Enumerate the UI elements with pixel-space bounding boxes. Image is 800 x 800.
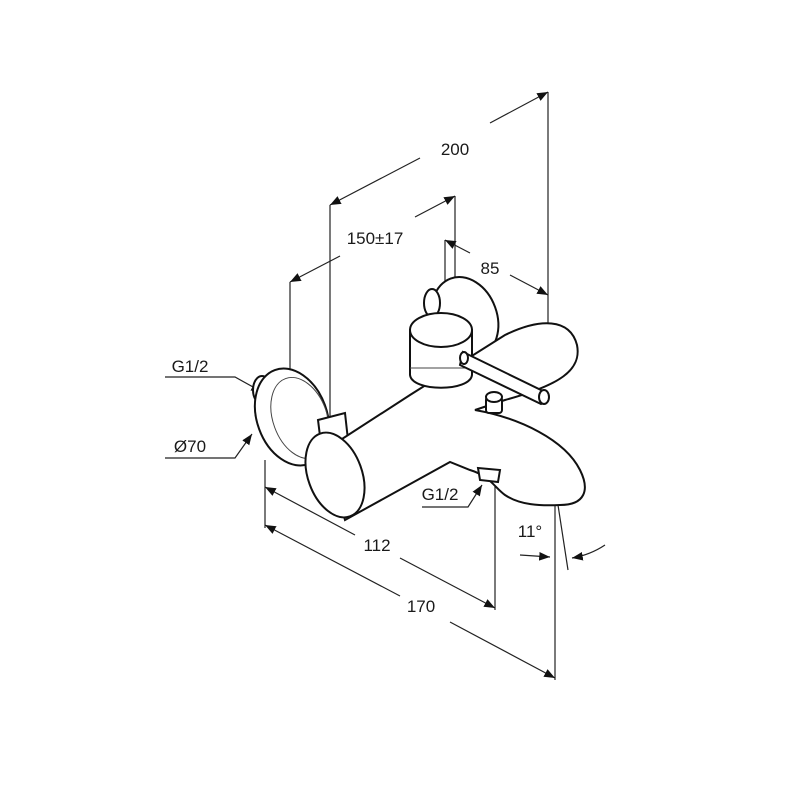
dimension-labels: 200 150±17 85 G1/2 Ø70 G1/2 112 170 11° <box>172 140 543 616</box>
dim-inlet-thread: G1/2 <box>172 357 209 376</box>
dim-spout-reach: 170 <box>407 597 435 616</box>
dim-outlet-thread: G1/2 <box>422 485 459 504</box>
dim-wall-distance: 150±17 <box>347 229 404 248</box>
dim-flange-diameter: Ø70 <box>174 437 206 456</box>
dim-diverter-offset: 112 <box>363 536 390 555</box>
faucet-body <box>252 276 586 522</box>
dim-overall-depth: 200 <box>441 140 469 159</box>
dim-handle-offset: 85 <box>481 259 500 278</box>
dimension-lines <box>165 91 606 679</box>
dim-spout-angle: 11° <box>518 522 542 541</box>
